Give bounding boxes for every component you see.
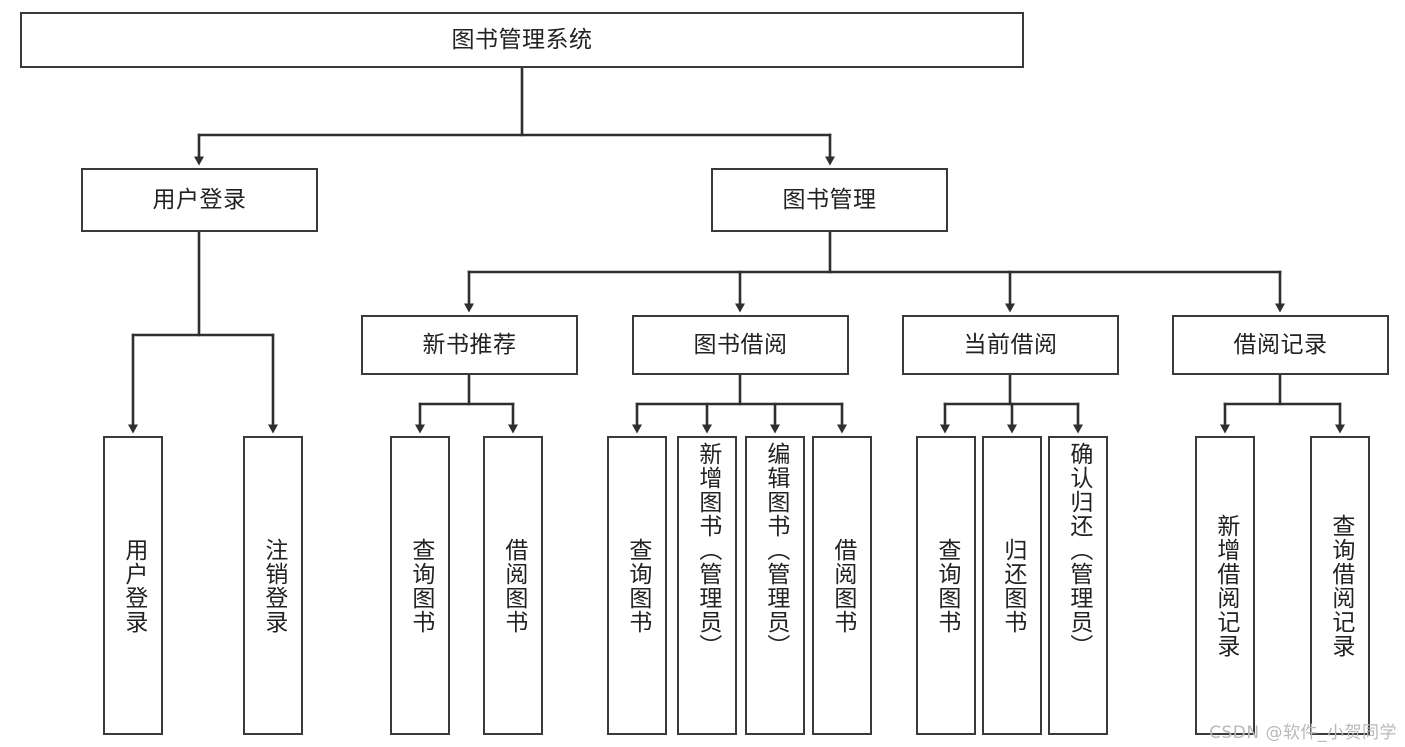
node-current-borrow[interactable]: 当前借阅 [902,315,1119,375]
node-user-login-label: 用户登录 [152,186,247,213]
node-borrow-record[interactable]: 借阅记录 [1172,315,1389,375]
node-book-manage[interactable]: 图书管理 [711,168,948,232]
node-root-label: 图书管理系统 [451,26,593,53]
node-leaf-query-record-label: 查询借阅记录 [1327,513,1354,658]
node-leaf-return-book-label: 归还图书 [999,537,1026,634]
node-leaf-confirm-return[interactable]: 确认归还（管理员） [1048,436,1108,735]
node-leaf-user-login[interactable]: 用户登录 [103,436,163,735]
node-leaf-query-book-2-label: 查询图书 [624,537,651,634]
node-leaf-query-book-2[interactable]: 查询图书 [607,436,667,735]
node-leaf-logout[interactable]: 注销登录 [243,436,303,735]
node-leaf-query-book-3-label: 查询图书 [933,537,960,634]
csdn-watermark: CSDN @软件_小贺同学 [1209,723,1397,743]
node-root[interactable]: 图书管理系统 [20,12,1024,68]
node-leaf-confirm-return-label: 确认归还（管理员） [1065,442,1092,658]
node-leaf-borrow-book-2[interactable]: 借阅图书 [812,436,872,735]
node-leaf-borrow-book-2-label: 借阅图书 [829,537,856,634]
node-leaf-edit-book-label: 编辑图书（管理员） [762,442,789,658]
node-leaf-add-record[interactable]: 新增借阅记录 [1195,436,1255,735]
node-leaf-query-book-1[interactable]: 查询图书 [390,436,450,735]
node-leaf-return-book[interactable]: 归还图书 [982,436,1042,735]
node-leaf-user-login-label: 用户登录 [120,537,147,634]
node-leaf-borrow-book-1[interactable]: 借阅图书 [483,436,543,735]
node-leaf-query-record[interactable]: 查询借阅记录 [1310,436,1370,735]
node-leaf-query-book-1-label: 查询图书 [407,537,434,634]
node-leaf-edit-book[interactable]: 编辑图书（管理员） [745,436,805,735]
node-leaf-borrow-book-1-label: 借阅图书 [500,537,527,634]
node-new-book-recommend[interactable]: 新书推荐 [361,315,578,375]
node-new-book-recommend-label: 新书推荐 [422,331,517,358]
node-leaf-add-book-label: 新增图书（管理员） [694,442,721,658]
node-book-borrow-label: 图书借阅 [693,331,788,358]
node-book-borrow[interactable]: 图书借阅 [632,315,849,375]
node-borrow-record-label: 借阅记录 [1233,331,1328,358]
node-leaf-logout-label: 注销登录 [260,537,287,634]
node-user-login[interactable]: 用户登录 [81,168,318,232]
node-leaf-add-record-label: 新增借阅记录 [1212,513,1239,658]
node-current-borrow-label: 当前借阅 [963,331,1058,358]
node-book-manage-label: 图书管理 [782,186,877,213]
node-leaf-add-book[interactable]: 新增图书（管理员） [677,436,737,735]
node-leaf-query-book-3[interactable]: 查询图书 [916,436,976,735]
